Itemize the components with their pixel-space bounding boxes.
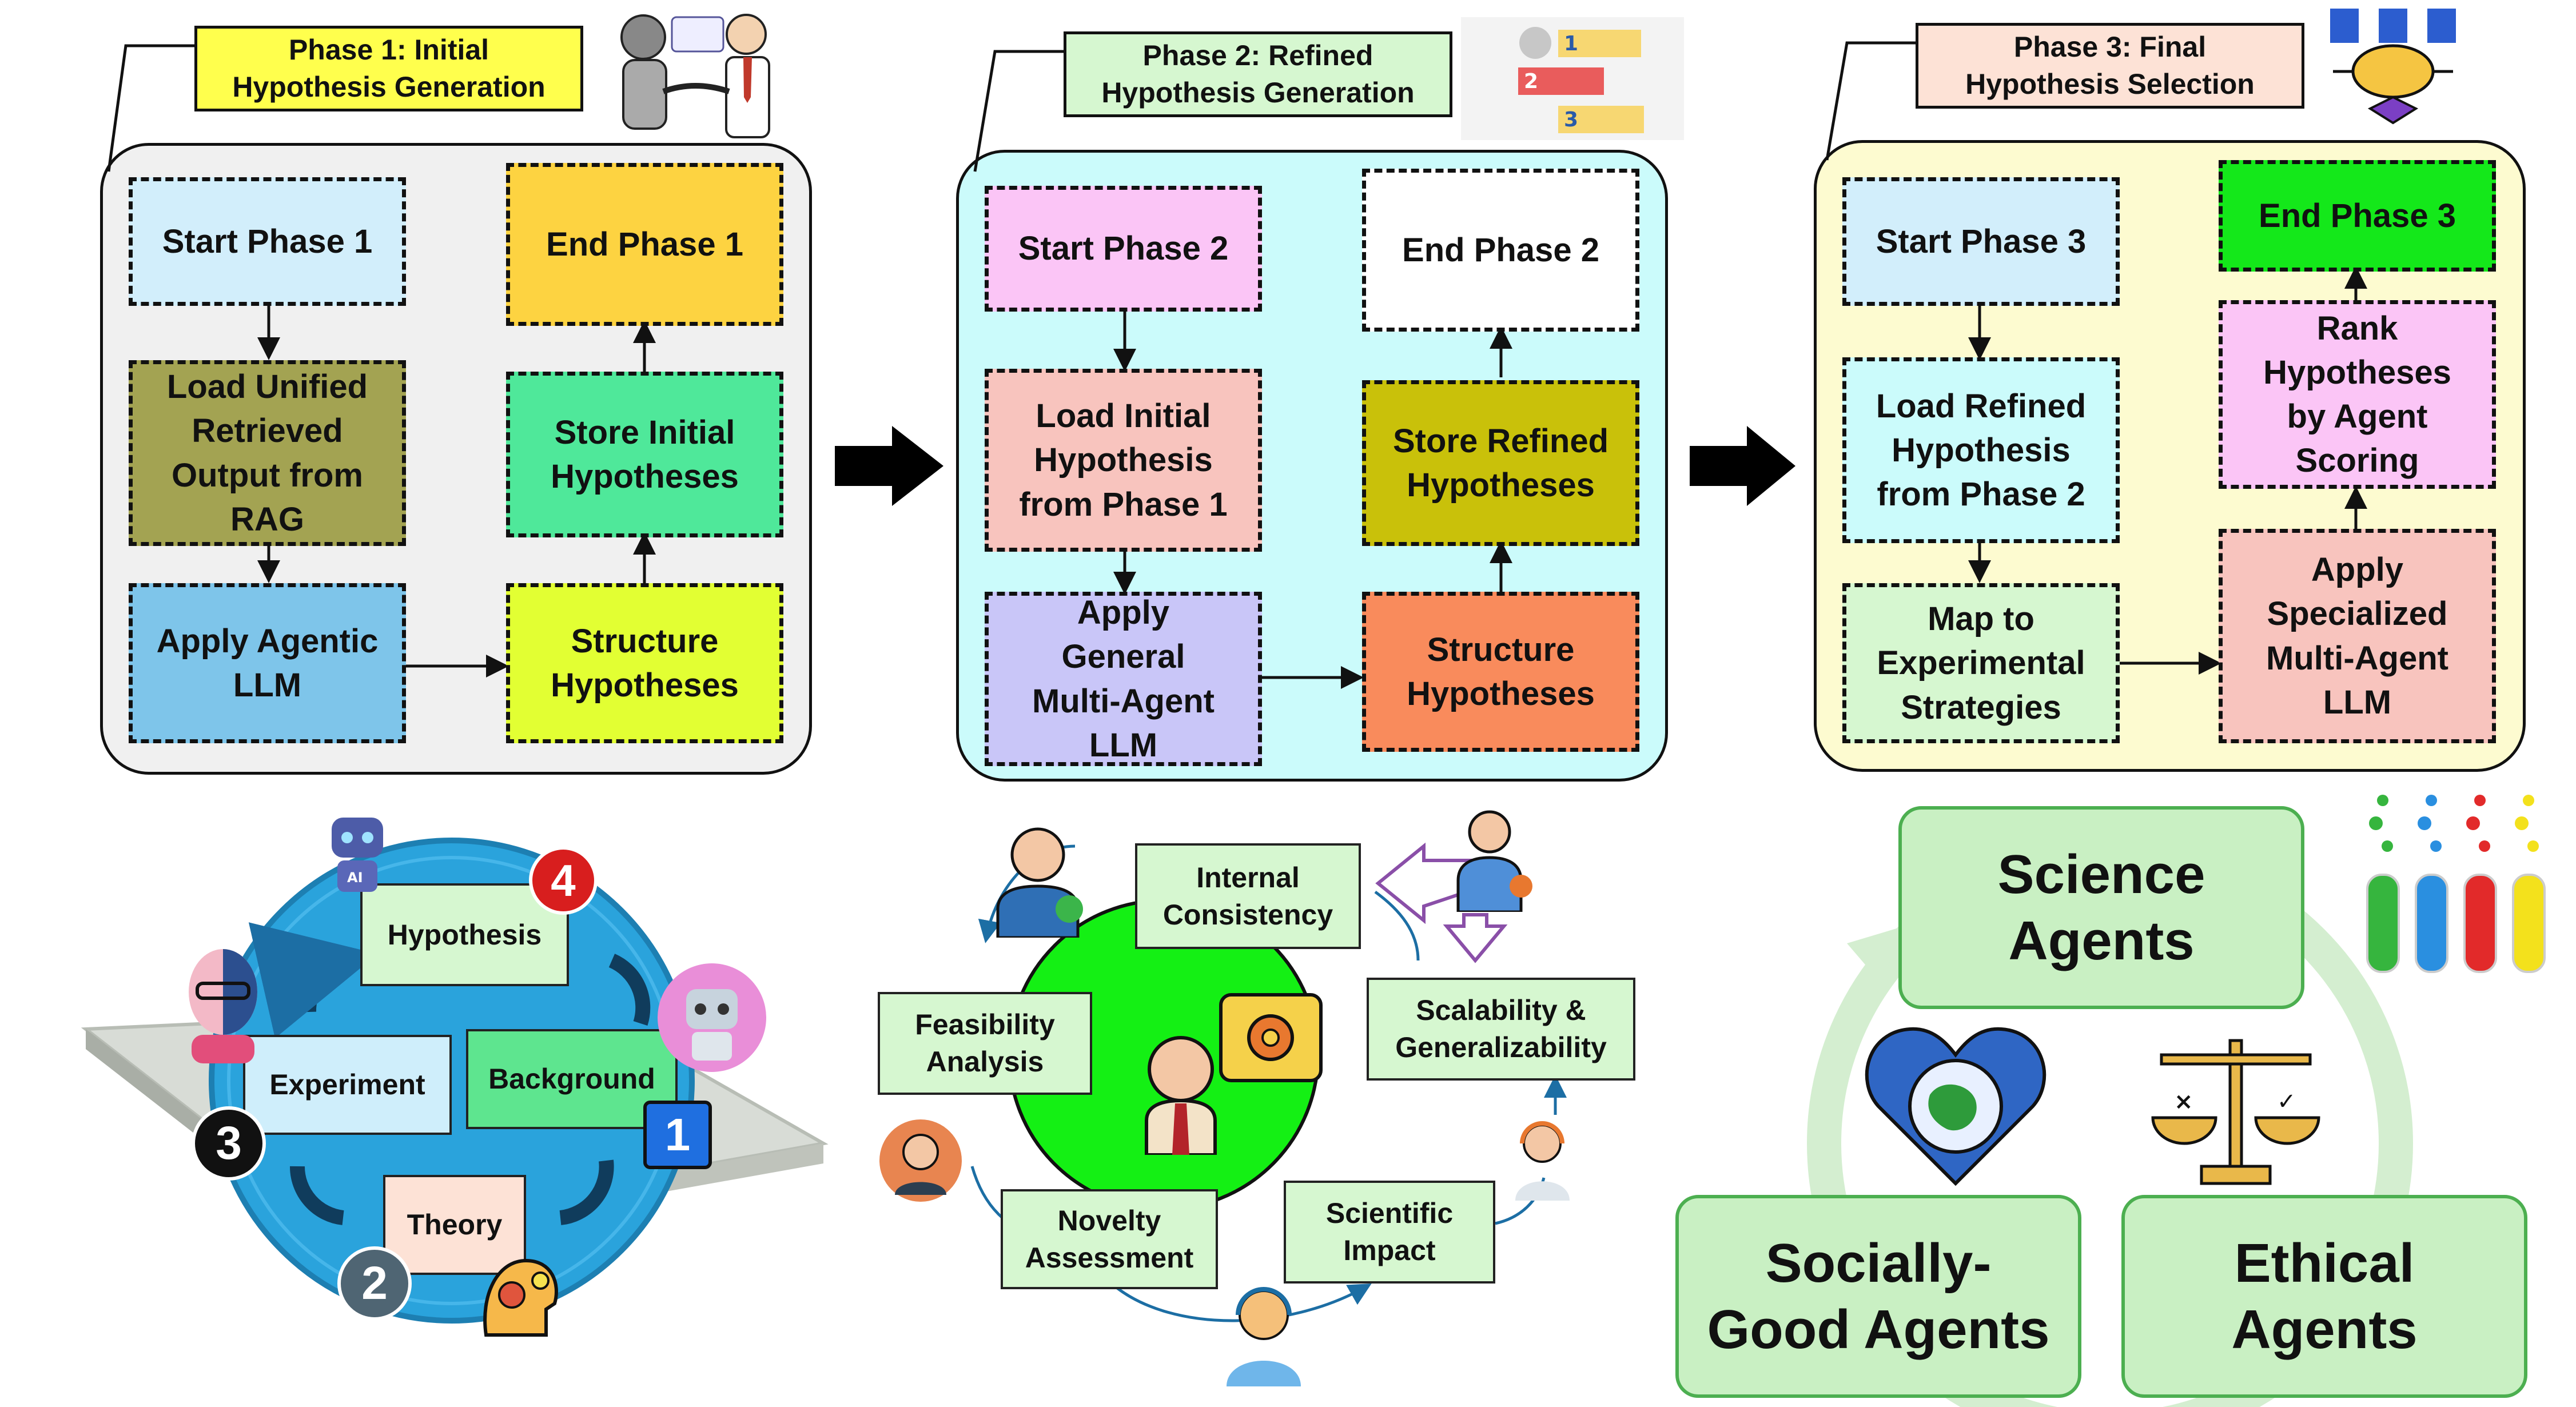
robot-handshake-icon [598,6,792,143]
gear-head-icon [469,1249,566,1344]
svg-text:✓: ✓ [2277,1089,2296,1115]
phase2-store-node: Store Refined Hypotheses [1362,380,1639,546]
cycle-experiment-box: Experiment [243,1035,452,1135]
phase1-callout-line [107,44,194,172]
phase3-end-node: End Phase 3 [2219,160,2496,272]
heart-globe-icon [1861,1021,2050,1186]
svg-text:AI: AI [347,870,363,886]
phase2-callout-line [973,50,1064,172]
phase1-structure-node: Structure Hypotheses [506,583,783,743]
phase1-store-node: Store Initial Hypotheses [506,372,783,537]
robot-assistant-icon [655,960,769,1075]
badge-3: 3 [192,1106,266,1181]
svg-text:2: 2 [1524,70,1538,93]
scientific-impact-box: Scientific Impact [1284,1181,1495,1284]
scalability-box: Scalability & Generalizability [1367,978,1635,1081]
badge-1: 1 [643,1101,712,1169]
phase3-map-node: Map to Experimental Strategies [1842,583,2120,743]
phase1-load-node: Load Unified Retrieved Output from RAG [129,360,406,546]
phase1-start-node: Start Phase 1 [129,177,406,306]
numbered-list-icon: 1 2 3 [1461,17,1684,140]
gear-speech-icon [1135,983,1329,1157]
cycle-hypothesis-box: Hypothesis [360,883,569,986]
phase3-rank-node: Rank Hypotheses by Agent Scoring [2219,300,2496,489]
socially-good-agents-box: Socially- Good Agents [1675,1195,2081,1398]
cyborg-face-icon [174,943,272,1063]
test-tubes-icon [2359,783,2553,978]
support-agent-icon [1510,1118,1575,1201]
svg-text:3: 3 [1564,108,1578,131]
internal-consistency-box: Internal Consistency [1135,843,1361,949]
phase3-title: Phase 3: Final Hypothesis Selection [1916,23,2304,109]
phase3-start-node: Start Phase 3 [1842,177,2120,306]
svg-text:×: × [2174,1089,2193,1115]
brain-network-icon [2322,6,2464,134]
cycle-background-box: Background [466,1029,678,1129]
phase2-apply-node: Apply General Multi-Agent LLM [985,592,1262,766]
ethical-agents-box: Ethical Agents [2121,1195,2527,1398]
balance-scale-icon: ×✓ [2144,1023,2327,1189]
support-agent-icon [878,1118,963,1203]
badge-2: 2 [337,1246,412,1321]
cycle-theory-box: Theory [383,1175,526,1275]
badge-4: 4 [529,846,598,915]
feasibility-analysis-box: Feasibility Analysis [878,992,1092,1095]
phase1-apply-node: Apply Agentic LLM [129,583,406,743]
phase3-apply-node: Apply Specialized Multi-Agent LLM [2219,529,2496,743]
science-agents-box: Science Agents [1898,806,2304,1009]
phase2-load-node: Load Initial Hypothesis from Phase 1 [985,369,1262,552]
phase2-to-phase3-arrow [1690,426,1795,506]
svg-text:1: 1 [1564,32,1578,55]
phase1-to-phase2-arrow [835,426,943,506]
phase2-structure-node: Structure Hypotheses [1362,592,1639,752]
phase2-end-node: End Phase 2 [1362,169,1639,332]
presenter-icon [1435,806,1532,914]
phase1-title: Phase 1: Initial Hypothesis Generation [194,26,583,111]
phase3-load-node: Load Refined Hypothesis from Phase 2 [1842,357,2120,543]
businessman-icon [992,823,1086,939]
phase2-start-node: Start Phase 2 [985,186,1262,312]
phase2-title: Phase 2: Refined Hypothesis Generation [1064,31,1452,117]
phase1-end-node: End Phase 1 [506,163,783,326]
support-agent-icon [1218,1281,1309,1386]
ai-robot-icon: AI [317,809,397,895]
novelty-assessment-box: Novelty Assessment [1001,1189,1218,1289]
phase3-callout-line [1825,41,1916,161]
